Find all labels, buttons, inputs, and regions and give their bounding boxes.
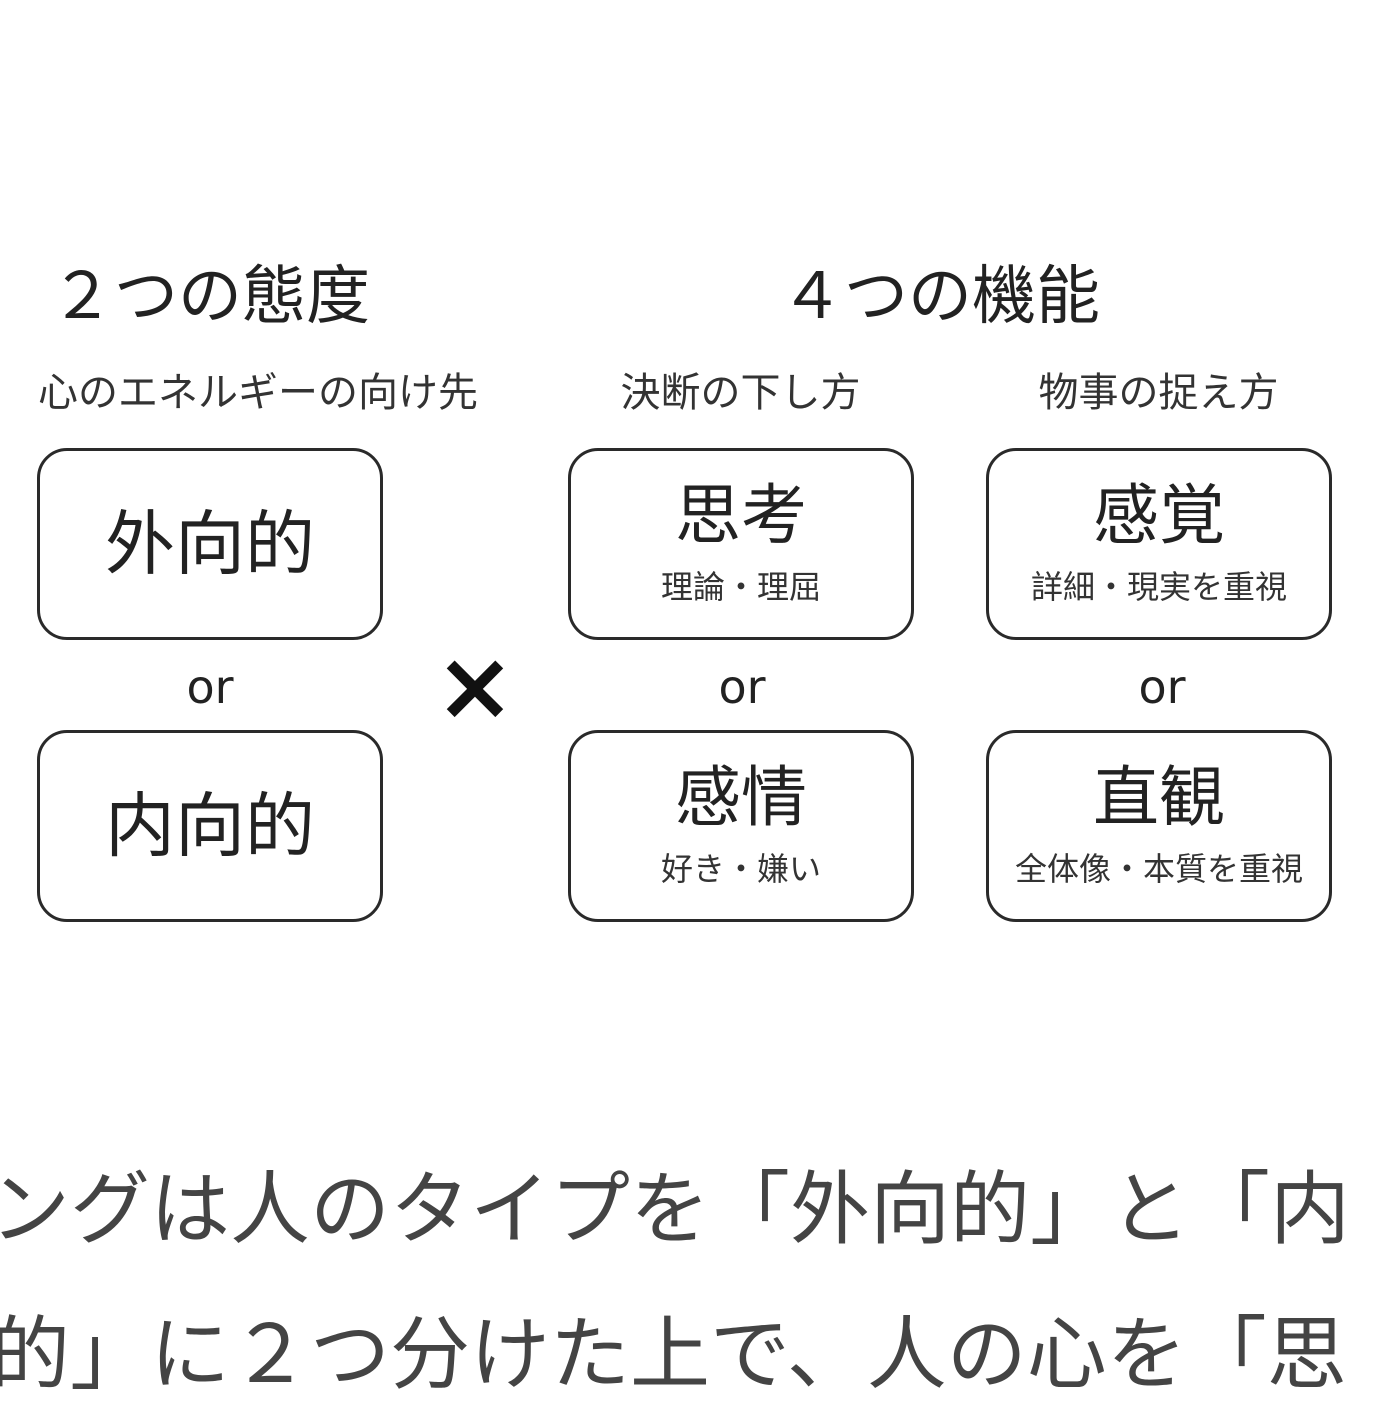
body-text-line-2: 的」に２つ分けた上で、人の心を「思 bbox=[0, 1308, 1347, 1401]
sensing-label: 感覚 bbox=[1093, 476, 1225, 554]
intuition-label: 直観 bbox=[1093, 758, 1225, 836]
or-label-judging: or bbox=[718, 660, 766, 714]
perceiving-subtitle: 物事の捉え方 bbox=[1038, 370, 1279, 416]
sensing-box: 感覚 詳細・現実を重視 bbox=[986, 448, 1332, 640]
body-text-line-1: ングは人のタイプを「外向的」と「内 bbox=[0, 1163, 1350, 1256]
intuition-box: 直観 全体像・本質を重視 bbox=[986, 730, 1332, 922]
thinking-label: 思考 bbox=[675, 476, 807, 554]
thinking-box: 思考 理論・理屈 bbox=[568, 448, 914, 640]
feeling-label: 感情 bbox=[675, 758, 807, 836]
or-label-attitudes: or bbox=[186, 660, 234, 714]
introverted-box: 内向的 bbox=[37, 730, 383, 922]
feeling-box: 感情 好き・嫌い bbox=[568, 730, 914, 922]
multiply-symbol: × bbox=[434, 630, 516, 742]
attitudes-subtitle: 心のエネルギーの向け先 bbox=[38, 370, 478, 416]
intuition-note: 全体像・本質を重視 bbox=[1014, 850, 1303, 889]
or-label-perceiving: or bbox=[1138, 660, 1186, 714]
judging-subtitle: 決断の下し方 bbox=[620, 370, 861, 416]
feeling-note: 好き・嫌い bbox=[660, 850, 821, 889]
thinking-note: 理論・理屈 bbox=[660, 568, 821, 607]
attitudes-heading: ２つの態度 bbox=[50, 260, 370, 334]
extraverted-box: 外向的 bbox=[37, 448, 383, 640]
sensing-note: 詳細・現実を重視 bbox=[1030, 568, 1287, 607]
extraverted-label: 外向的 bbox=[105, 502, 315, 585]
introverted-label: 内向的 bbox=[105, 784, 315, 867]
functions-heading: ４つの機能 bbox=[780, 260, 1100, 334]
